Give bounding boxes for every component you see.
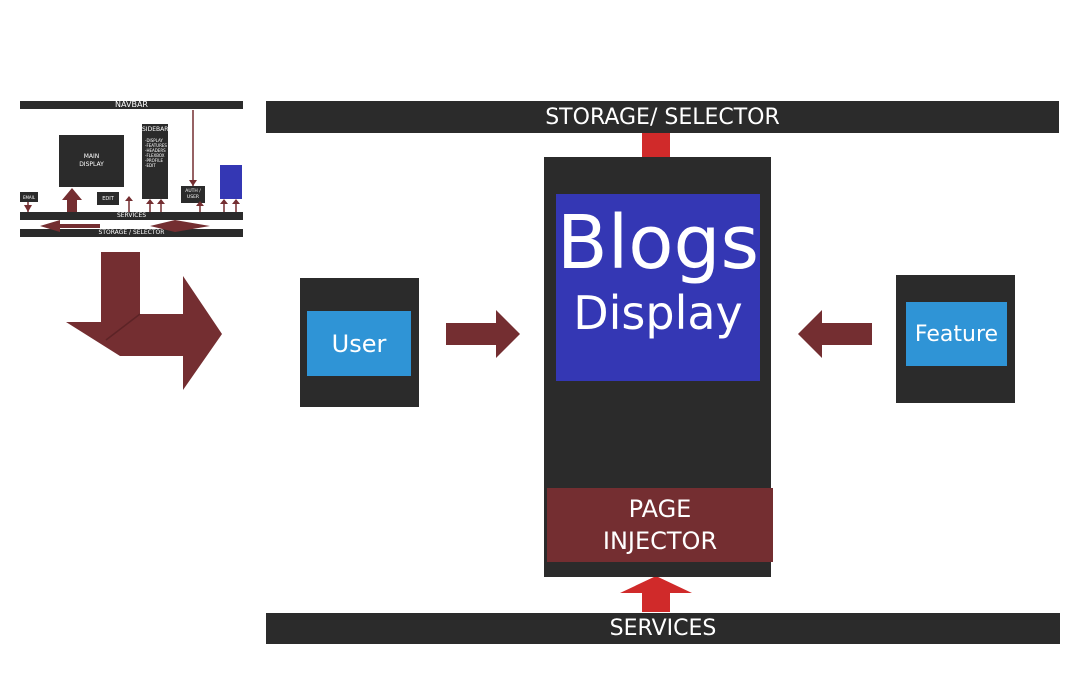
thumb-sidebar-item: -FEATURES — [145, 143, 167, 148]
feature-label: Feature — [914, 321, 999, 347]
thumb-blue-widget — [220, 165, 242, 199]
blogs-title: Blogs — [556, 200, 760, 286]
page-injector-label: PAGE INJECTOR — [602, 495, 718, 555]
thumb-arrows — [24, 110, 240, 232]
services-up-arrow — [620, 576, 692, 612]
thumb-sidebar-item: -DISPLAY — [145, 138, 163, 143]
thumb-sidebar-item: -PROFILE — [145, 158, 164, 163]
storage-selector-label: STORAGE/ SELECTOR — [545, 104, 780, 130]
storage-selector-bar: STORAGE/ SELECTOR — [266, 101, 1059, 133]
thumb-auth-user-box: AUTH / USER — [181, 186, 205, 203]
feature-left-arrow — [798, 310, 872, 358]
page-injector-box: PAGE INJECTOR — [547, 488, 773, 562]
thumb-services-bar: SERVICES — [20, 212, 243, 220]
thumb-sidebar-item: -HEADERS — [145, 148, 166, 153]
services-bar: SERVICES — [266, 613, 1060, 644]
big-bent-arrow — [66, 252, 222, 390]
services-label: SERVICES — [609, 616, 717, 641]
thumb-edit-box: EDIT — [97, 192, 119, 205]
blogs-display-box: Blogs Display — [556, 194, 760, 381]
thumb-storage-bar: STORAGE / SELECTOR — [20, 229, 243, 237]
thumb-sidebar-item: -EDIT — [145, 163, 156, 168]
thumb-sidebar-items: -DISPLAY-FEATURES-HEADERS-FLEXBOX-PROFIL… — [142, 138, 168, 168]
thumb-sidebar-title: SIDEBAR — [142, 126, 169, 133]
user-right-arrow — [446, 310, 520, 358]
user-label: User — [331, 329, 387, 358]
thumb-navbar: NAVBAR — [20, 101, 243, 109]
thumb-sidebar: SIDEBAR -DISPLAY-FEATURES-HEADERS-FLEXBO… — [142, 124, 168, 199]
thumb-sidebar-item: -FLEXBOX — [145, 153, 165, 158]
blogs-subtitle: Display — [573, 286, 743, 340]
thumb-email-box: EMAIL — [20, 192, 38, 202]
thumb-main-display: MAIN DISPLAY — [59, 135, 124, 187]
feature-box: Feature — [906, 302, 1007, 366]
user-box: User — [307, 311, 411, 376]
